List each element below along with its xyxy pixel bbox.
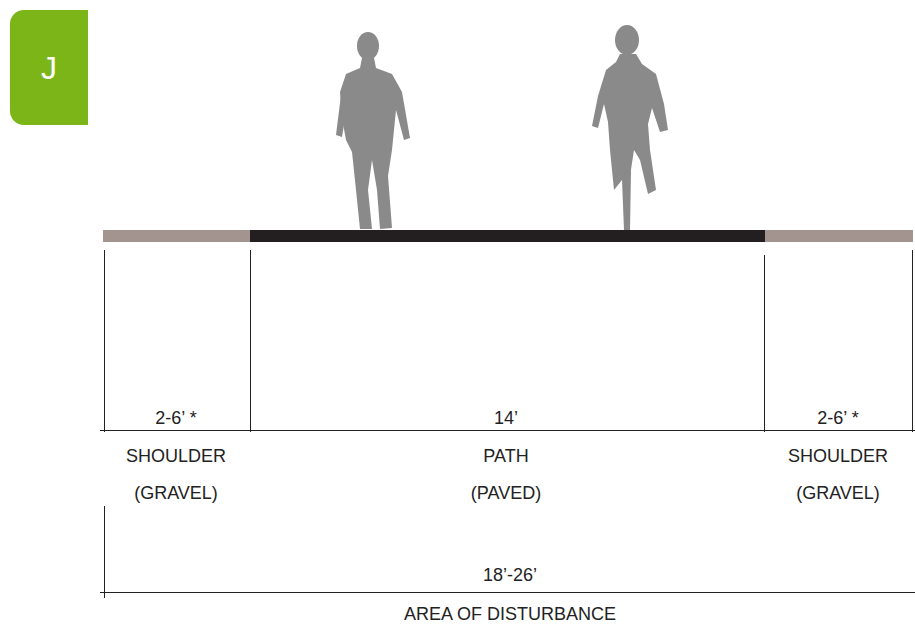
badge-letter: J — [41, 50, 57, 86]
dimension-lines — [100, 250, 915, 598]
gravel-shoulder — [103, 230, 250, 242]
zone-name: AREA OF DISTURBANCE — [404, 604, 616, 624]
dimension-value: 2-6’ * — [817, 408, 858, 428]
zone-name: SHOULDER — [788, 446, 888, 466]
dimension-value: 2-6’ * — [155, 408, 196, 428]
section-badge: J — [10, 10, 88, 125]
zone-name: SHOULDER — [126, 446, 226, 466]
cyclist-figure — [592, 25, 668, 230]
material-note: (GRAVEL) — [796, 483, 880, 503]
paved-path — [250, 230, 765, 242]
dimension-value: 14’ — [494, 408, 518, 428]
pedestrian-figure — [336, 32, 410, 229]
zone-name: PATH — [483, 446, 528, 466]
material-note: (PAVED) — [471, 483, 541, 503]
gravel-shoulder — [765, 230, 913, 242]
material-note: (GRAVEL) — [134, 483, 218, 503]
dimension-value: 18’-26’ — [483, 565, 537, 585]
